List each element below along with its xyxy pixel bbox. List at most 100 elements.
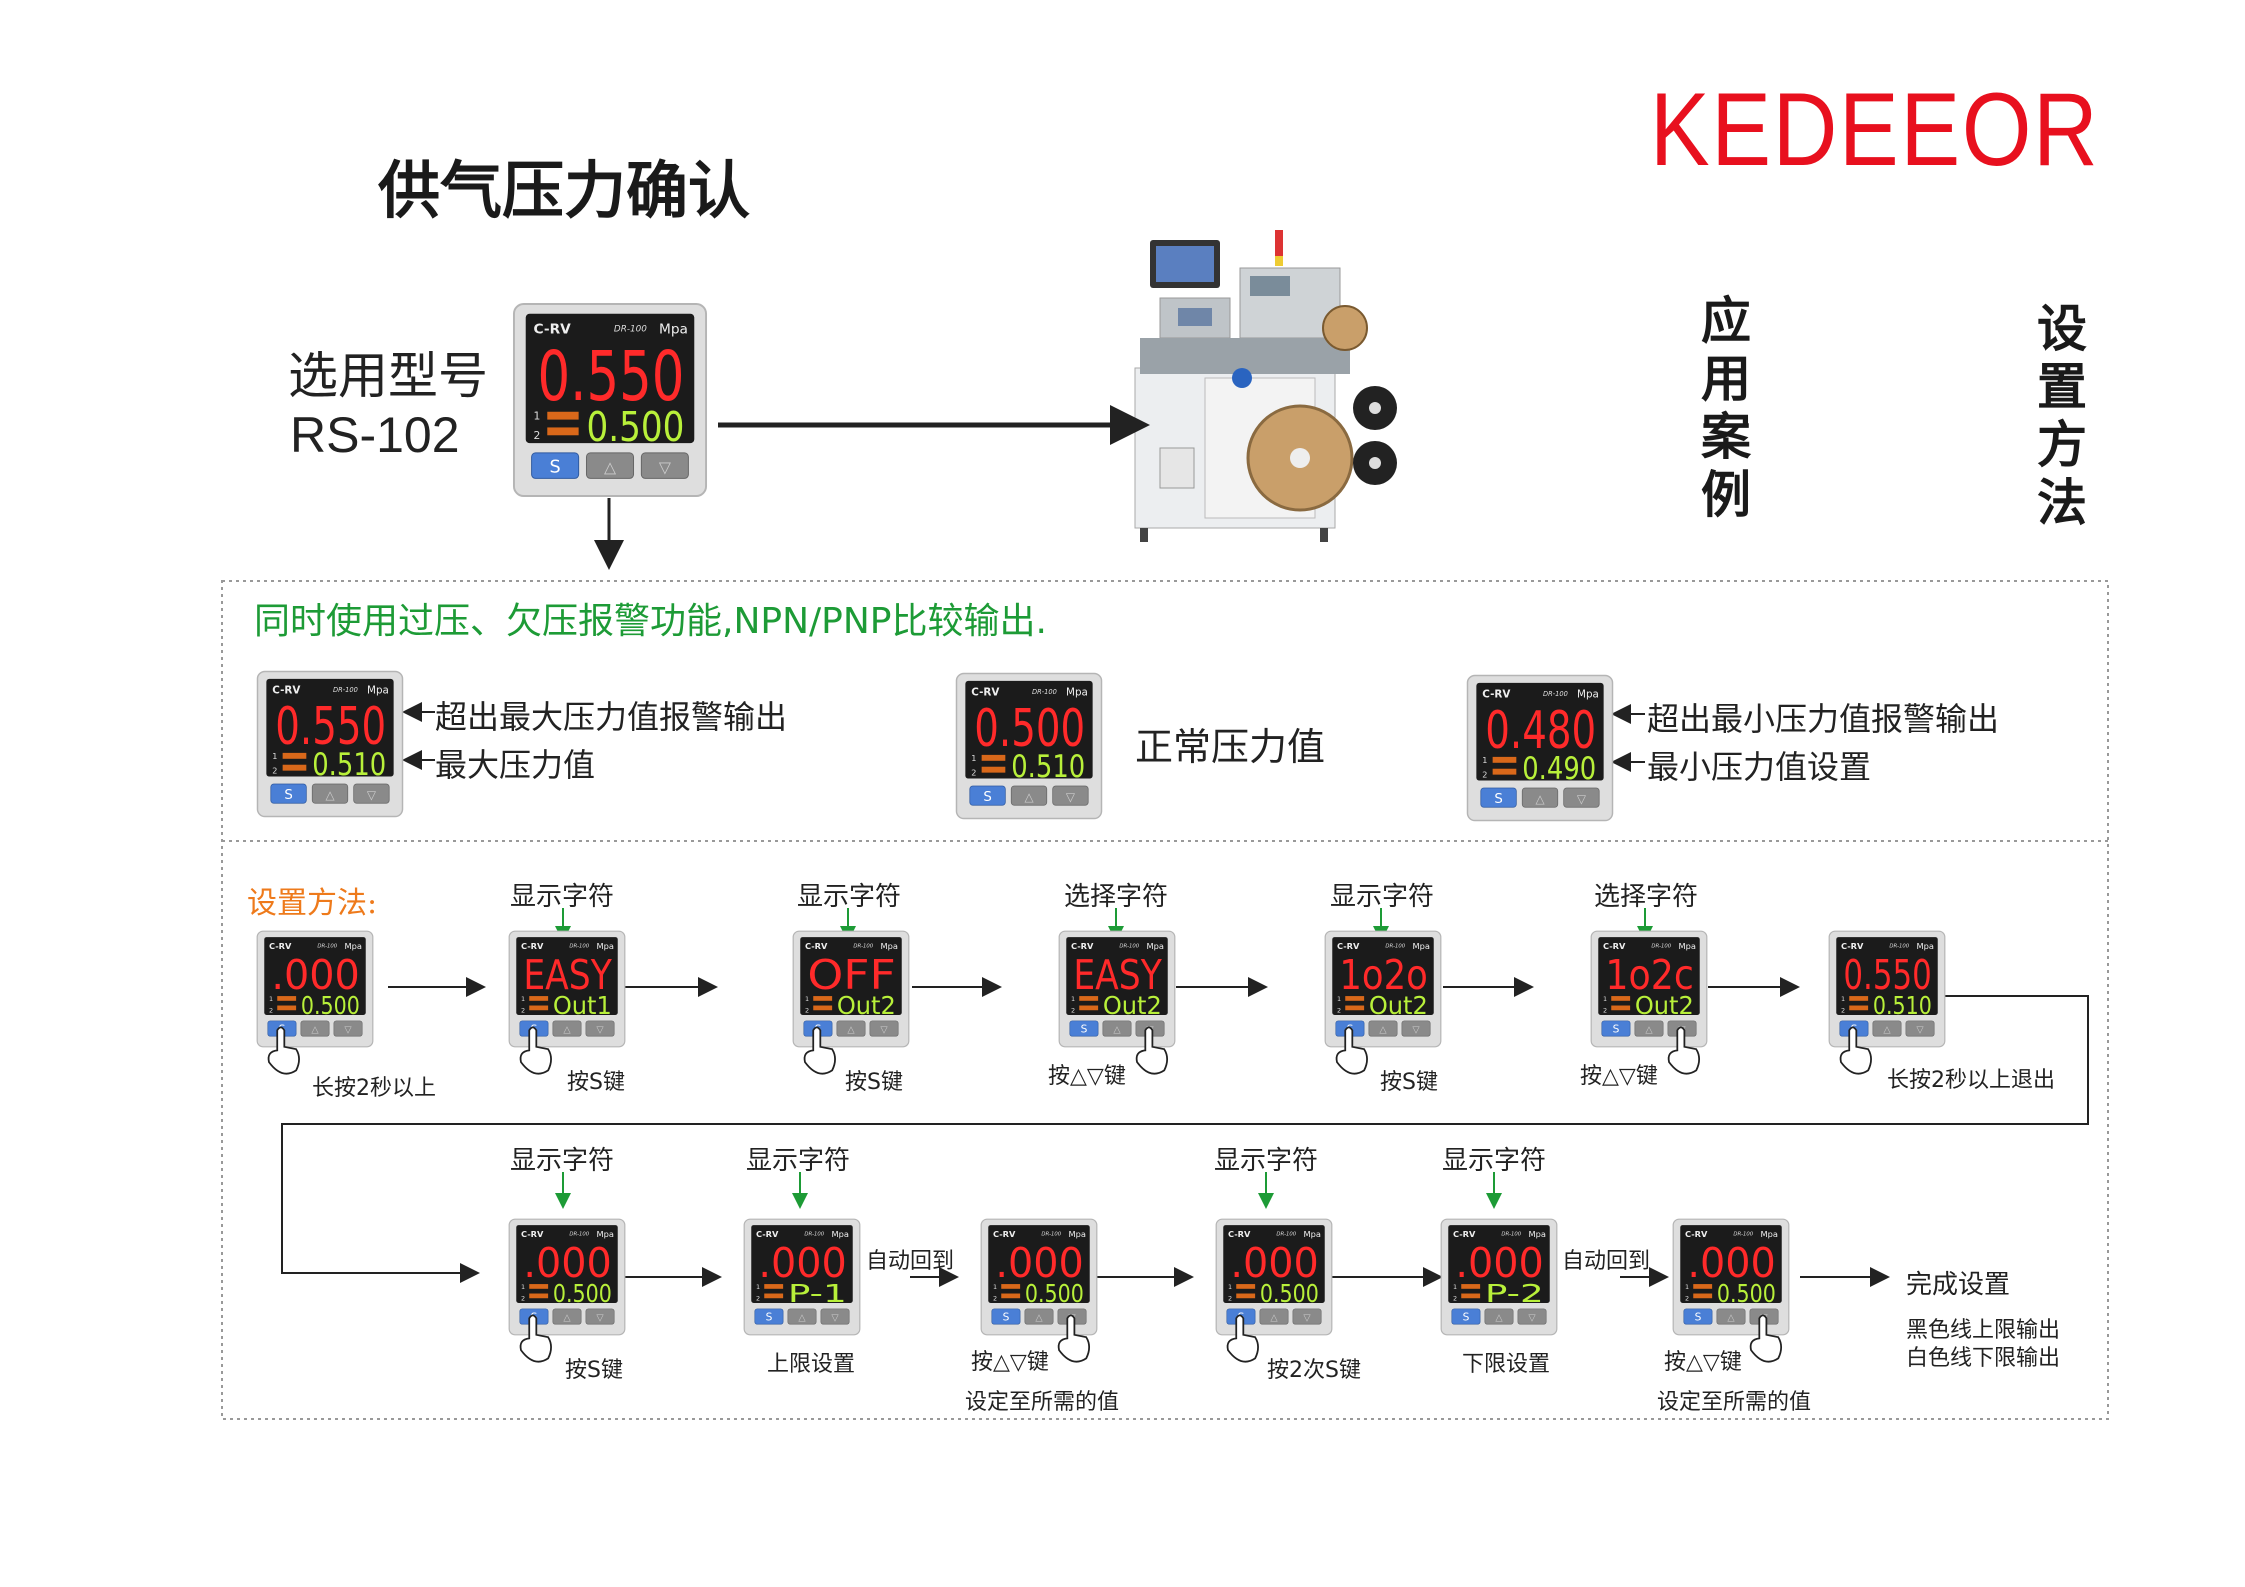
up-button[interactable]: △ xyxy=(1872,1020,1902,1037)
device-sub-display: 0.510 xyxy=(1011,749,1085,785)
up-button[interactable]: △ xyxy=(1024,1308,1054,1325)
svg-text:△: △ xyxy=(1883,1025,1891,1036)
device-main-display: 0.500 xyxy=(974,699,1085,759)
down-button[interactable]: ▽ xyxy=(820,1308,850,1325)
down-button[interactable]: ▽ xyxy=(640,452,689,479)
device-sub-display: Out2 xyxy=(1635,991,1694,1020)
device-model-label: DR-100 xyxy=(614,324,647,334)
s-button[interactable]: S xyxy=(531,452,580,479)
device-model-label: DR-100 xyxy=(1385,944,1405,950)
device-main-display: EASY xyxy=(523,951,612,999)
svg-text:▽: ▽ xyxy=(1916,1025,1924,1036)
device-unit-label: Mpa xyxy=(659,321,688,337)
device-unit-label: Mpa xyxy=(1413,941,1430,951)
device-unit-label: Mpa xyxy=(1304,1229,1321,1239)
up-button[interactable]: △ xyxy=(585,452,635,479)
s-button[interactable]: S xyxy=(754,1308,784,1325)
down-button[interactable]: ▽ xyxy=(1563,787,1600,808)
svg-text:S: S xyxy=(550,458,561,478)
example3-callout-top: 超出最小压力值报警输出 xyxy=(1647,700,2000,738)
svg-text:S: S xyxy=(1494,792,1502,807)
row2-step2-top: 显示字符 xyxy=(746,1146,851,1176)
device-sub-display: 0.510 xyxy=(312,747,386,783)
down-button[interactable]: ▽ xyxy=(1905,1020,1935,1037)
svg-text:▽: ▽ xyxy=(659,458,671,477)
device-main-display: 0.550 xyxy=(537,337,684,417)
row1-step2-top: 显示字符 xyxy=(510,882,615,912)
device-model-label: DR-100 xyxy=(853,944,873,950)
up-button[interactable]: △ xyxy=(300,1020,330,1037)
svg-text:2: 2 xyxy=(1071,1007,1075,1015)
row1-step6-action: 按△▽键 xyxy=(1580,1064,1658,1089)
row2-step2-action: 上限设置 xyxy=(767,1352,856,1377)
device-main-display: .000 xyxy=(995,1239,1084,1287)
up-button[interactable]: △ xyxy=(836,1020,866,1037)
up-button[interactable]: △ xyxy=(552,1020,582,1037)
svg-text:1: 1 xyxy=(1228,1283,1232,1291)
device-main-display: .000 xyxy=(1230,1239,1319,1287)
row2-step4-top: 显示字符 xyxy=(1214,1146,1319,1176)
up-button[interactable]: △ xyxy=(1102,1020,1132,1037)
down-button[interactable]: ▽ xyxy=(353,783,390,804)
device-unit-label: Mpa xyxy=(1529,1229,1546,1239)
s-button[interactable]: S xyxy=(969,785,1006,806)
svg-text:2: 2 xyxy=(272,766,277,776)
up-button[interactable]: △ xyxy=(1521,787,1559,808)
svg-text:2: 2 xyxy=(1841,1007,1845,1015)
device-main-display: OFF xyxy=(807,951,896,999)
down-button[interactable]: ▽ xyxy=(1052,785,1089,806)
device-unit-label: Mpa xyxy=(1917,941,1934,951)
s-button[interactable]: S xyxy=(1069,1020,1099,1037)
svg-text:2: 2 xyxy=(1453,1295,1457,1303)
up-button[interactable]: △ xyxy=(1010,785,1048,806)
s-button[interactable]: S xyxy=(270,783,307,804)
pointing-hand-icon xyxy=(519,1314,552,1363)
up-button[interactable]: △ xyxy=(1634,1020,1664,1037)
brand-logo: KEDEEOR xyxy=(1650,72,2100,188)
row2-step6-action2: 设定至所需的值 xyxy=(1657,1390,1812,1415)
svg-text:▽: ▽ xyxy=(596,1025,604,1036)
device-sub-display: Out2 xyxy=(1103,991,1162,1020)
up-button[interactable]: △ xyxy=(1716,1308,1746,1325)
svg-text:S: S xyxy=(766,1311,773,1324)
down-button[interactable]: ▽ xyxy=(1401,1020,1431,1037)
s-button[interactable]: S xyxy=(991,1308,1021,1325)
up-button[interactable]: △ xyxy=(311,783,349,804)
up-button[interactable]: △ xyxy=(1368,1020,1398,1037)
down-button[interactable]: ▽ xyxy=(585,1020,615,1037)
s-button[interactable]: S xyxy=(1451,1308,1481,1325)
s-button[interactable]: S xyxy=(1683,1308,1713,1325)
down-button[interactable]: ▽ xyxy=(333,1020,363,1037)
device-model-label: DR-100 xyxy=(1041,1232,1061,1238)
device-unit-label: Mpa xyxy=(1679,941,1696,951)
up-button[interactable]: △ xyxy=(1259,1308,1289,1325)
up-button[interactable]: △ xyxy=(787,1308,817,1325)
svg-text:△: △ xyxy=(1535,792,1545,806)
device-unit-label: Mpa xyxy=(1066,687,1088,699)
svg-text:1: 1 xyxy=(756,1283,760,1291)
device-brand-label: C-RV xyxy=(1603,941,1626,951)
down-button[interactable]: ▽ xyxy=(1292,1308,1322,1325)
up-button[interactable]: △ xyxy=(1484,1308,1514,1325)
svg-text:S: S xyxy=(1463,1311,1470,1324)
down-button[interactable]: ▽ xyxy=(585,1308,615,1325)
up-button[interactable]: △ xyxy=(552,1308,582,1325)
s-button[interactable]: S xyxy=(1601,1020,1631,1037)
device-unit-label: Mpa xyxy=(1069,1229,1086,1239)
down-button[interactable]: ▽ xyxy=(1517,1308,1547,1325)
example1-callout-top: 超出最大压力值报警输出 xyxy=(435,698,788,736)
device-sub-display: Out1 xyxy=(553,991,612,1020)
device-model-label: DR-100 xyxy=(569,944,589,950)
device-sub-display: 0.500 xyxy=(301,991,360,1020)
row1-step3-top: 显示字符 xyxy=(797,882,902,912)
down-button[interactable]: ▽ xyxy=(869,1020,899,1037)
device-main-display: 0.550 xyxy=(275,697,386,757)
device-model-label: DR-100 xyxy=(1889,944,1909,950)
svg-text:△: △ xyxy=(1113,1025,1121,1036)
s-button[interactable]: S xyxy=(1480,787,1517,808)
